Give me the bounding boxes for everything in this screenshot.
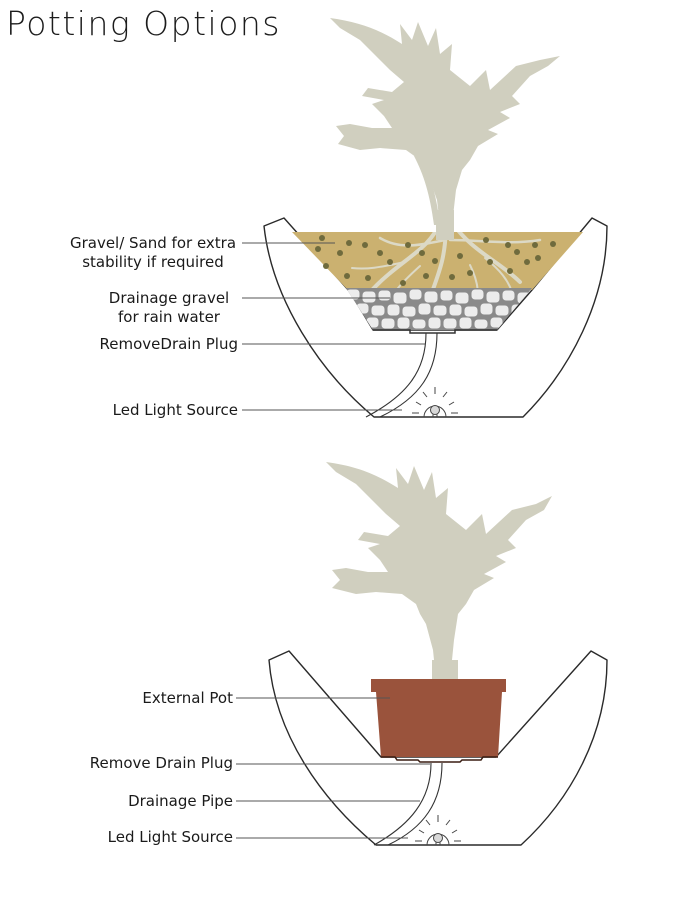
planter-outline — [263, 217, 608, 418]
page-title: Potting Options — [6, 4, 281, 43]
plant-icon — [330, 18, 560, 225]
label-line: Drainage gravel — [108, 289, 230, 307]
top-planter — [242, 18, 608, 418]
plant-icon-2 — [326, 462, 552, 680]
label-line: Gravel/ Sand for extra — [69, 234, 237, 252]
label-drain-plug-2: Remove Drain Plug — [89, 754, 233, 772]
label-drain-plug: RemoveDrain Plug — [99, 335, 238, 353]
led-light-icon — [412, 387, 458, 418]
led-light-icon-2 — [415, 815, 461, 846]
label-drainage-gravel: Drainage gravel for rain water — [100, 289, 238, 327]
external-pot-icon — [371, 679, 506, 763]
label-led-light-2: Led Light Source — [107, 828, 233, 846]
label-gravel-sand: Gravel/ Sand for extra stability if requ… — [64, 234, 242, 272]
leader-lines — [242, 242, 425, 411]
soil-dots — [315, 235, 556, 286]
label-line: stability if required — [82, 253, 224, 271]
label-drainage-pipe: Drainage Pipe — [128, 792, 233, 810]
bottom-planter — [236, 462, 608, 846]
label-external-pot: External Pot — [142, 689, 233, 707]
planter-outline-2 — [268, 650, 608, 846]
leader-lines-2 — [236, 697, 430, 839]
label-led-light: Led Light Source — [112, 401, 238, 419]
label-line: for rain water — [118, 308, 220, 326]
